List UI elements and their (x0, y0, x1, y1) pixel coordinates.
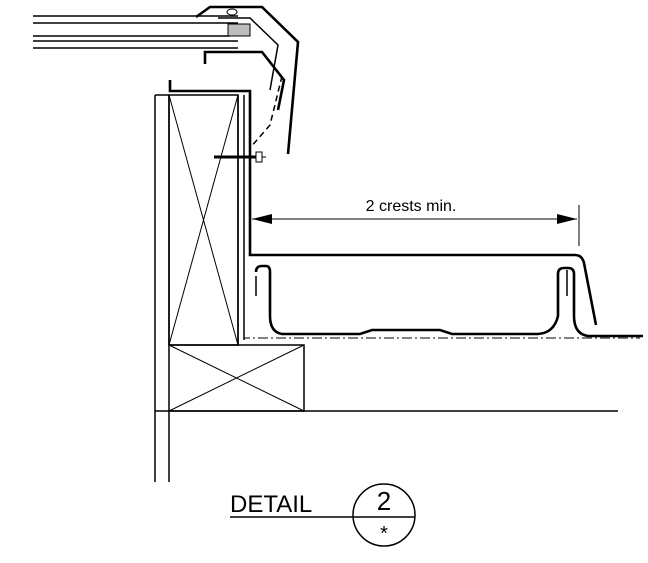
panel-insulation (227, 23, 251, 37)
dimension-arrow-right (557, 214, 577, 224)
screw-fastener (214, 151, 266, 163)
roof-deck-profile (254, 264, 643, 338)
detail-title: DETAIL (230, 491, 312, 518)
cap-flashing (195, 5, 300, 155)
dimension-arrow-left (252, 214, 272, 224)
wood-nailer-vertical (168, 94, 239, 346)
detail-tag: DETAIL 2 * (230, 483, 416, 547)
membrane-line (243, 100, 640, 339)
wall-panel (33, 15, 251, 49)
base-flashing (168, 80, 252, 175)
detail-sheet: * (380, 523, 388, 545)
detail-number: 2 (377, 486, 391, 516)
detail-bubble (352, 483, 416, 547)
panel-fastener (226, 8, 238, 16)
roof-flashing (248, 175, 598, 326)
wood-nailer-horizontal (155, 344, 618, 482)
dimension-label: 2 crests min. (366, 198, 457, 215)
dimension-line (252, 205, 580, 246)
